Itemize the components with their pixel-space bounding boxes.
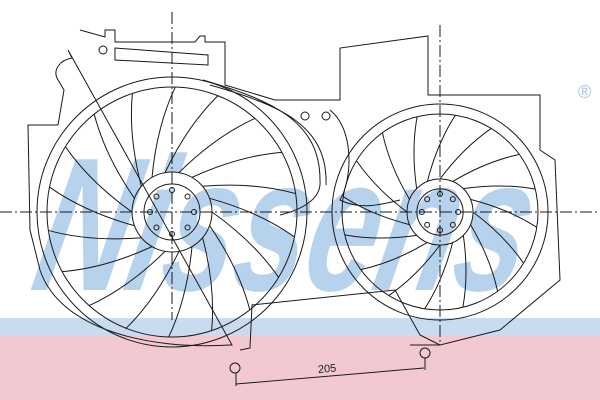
bracket-slot xyxy=(114,47,209,66)
left-fan-blade xyxy=(164,95,219,173)
left-fan-blade xyxy=(62,246,153,273)
cable-right xyxy=(329,109,401,207)
right-fan-hub-bolt xyxy=(455,209,462,215)
right-fan-blade xyxy=(388,244,441,296)
mounting-hole-bottom-left xyxy=(229,362,241,374)
right-fan-blade xyxy=(470,198,538,228)
fans-group xyxy=(36,76,549,348)
left-fan-hub-bolt xyxy=(184,193,191,200)
left-fan-blade xyxy=(209,197,295,238)
left-fan-hub-bolt xyxy=(169,187,175,193)
left-fan-blade xyxy=(48,229,142,240)
right-fan-blade xyxy=(463,185,536,190)
right-fan-hub-bolt xyxy=(437,190,443,197)
left-fan-blade xyxy=(168,246,193,338)
left-fan-hub-bolt xyxy=(147,209,153,215)
dimension-line xyxy=(235,367,425,385)
right-fan-hub-inner xyxy=(416,188,464,236)
mounting-hole xyxy=(321,111,331,121)
left-fan-blade xyxy=(65,146,133,213)
right-fan-blade xyxy=(470,224,499,292)
left-fan-hub-bolt xyxy=(191,209,197,215)
left-fan-hub-inner xyxy=(143,183,201,241)
blue-band xyxy=(0,318,600,336)
right-fan-blade xyxy=(360,242,428,271)
outline-group xyxy=(0,12,600,386)
right-fan-hub-bolt xyxy=(424,196,431,203)
left-fan-hub-bolt xyxy=(169,231,175,237)
right-fan-hub-bolt xyxy=(449,196,456,203)
left-fan-blade xyxy=(130,93,142,187)
bottom-bracket xyxy=(239,289,441,351)
left-fan-blade xyxy=(191,151,282,178)
left-fan-blade-ring xyxy=(46,86,298,338)
right-fan-blade xyxy=(356,160,408,213)
left-fan-blade xyxy=(202,184,296,195)
left-fan-hub-bolt xyxy=(153,193,160,200)
center-lines xyxy=(0,12,600,345)
right-fan-blade xyxy=(413,116,418,189)
left-fan-blade xyxy=(125,251,180,329)
right-fan-blade xyxy=(472,211,524,264)
right-fan-hub-bolt xyxy=(424,221,431,228)
right-fan-blade xyxy=(344,234,417,239)
watermark-text: Nissens xyxy=(20,118,555,331)
mounting-hole xyxy=(98,45,108,55)
left-fan-blade xyxy=(178,117,256,173)
shroud-outline xyxy=(27,29,561,347)
left-fan-blade xyxy=(202,237,214,331)
right-fan-blade xyxy=(424,242,454,310)
right-fan-blade xyxy=(439,128,492,180)
right-fan-blade xyxy=(452,153,520,182)
right-fan-blade xyxy=(381,132,410,200)
dimension-label: 205 xyxy=(317,362,336,376)
registered-mark: ® xyxy=(578,82,591,102)
right-fan-housing xyxy=(331,103,549,321)
right-fan-blade-ring xyxy=(341,113,539,311)
left-fan-blade xyxy=(49,186,135,227)
right-fan-blade xyxy=(462,235,467,308)
right-fan-blade xyxy=(342,196,410,226)
left-fan-blade xyxy=(151,86,176,178)
left-fan-blade xyxy=(209,225,251,310)
left-fan-hub-bolt xyxy=(153,224,160,231)
left-fan-hub-bolt xyxy=(184,224,191,231)
left-fan-housing xyxy=(36,76,308,348)
left-fan-blade xyxy=(93,114,135,199)
left-fan-blade xyxy=(88,251,166,307)
left-fan-blade xyxy=(211,211,279,278)
mounting-hole xyxy=(300,111,310,121)
right-fan-hub-bolt xyxy=(449,221,456,228)
right-fan-hub-bolt xyxy=(418,209,425,215)
right-fan-blade xyxy=(426,114,456,182)
right-fan-hub-bolt xyxy=(437,227,443,234)
pink-band xyxy=(0,336,600,400)
